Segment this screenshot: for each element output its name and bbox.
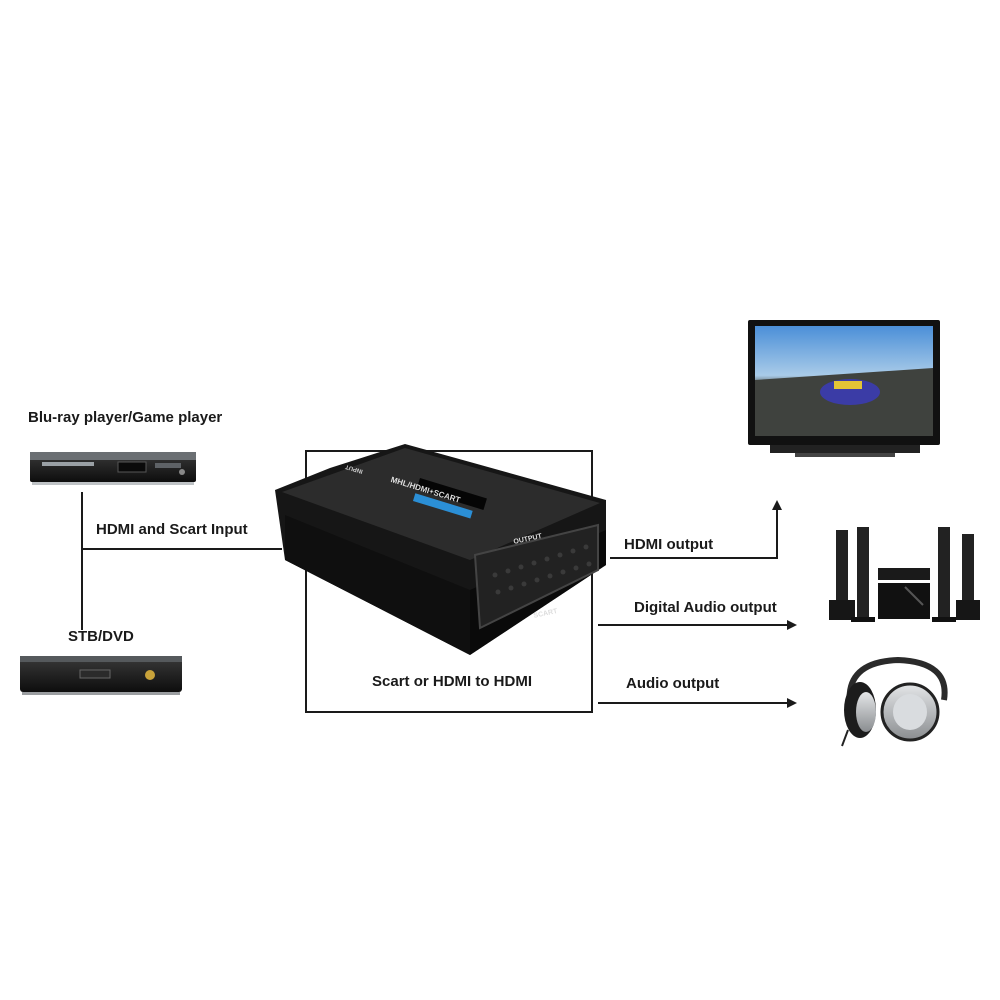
converter-device bbox=[275, 444, 606, 655]
source-bottom-label: STB/DVD bbox=[68, 628, 134, 645]
stb-dvd-icon bbox=[20, 656, 182, 695]
input-link-label: HDMI and Scart Input bbox=[96, 521, 248, 538]
source-top-label: Blu-ray player/Game player bbox=[28, 409, 223, 426]
headphones-icon bbox=[841, 656, 948, 747]
audio-output-label: Audio output bbox=[626, 675, 720, 692]
hdmi-output-arrow bbox=[610, 500, 782, 559]
tv-icon bbox=[748, 320, 940, 457]
hdmi-output-label: HDMI output bbox=[624, 536, 714, 553]
speaker-system-icon bbox=[829, 527, 980, 622]
digital-audio-output-label: Digital Audio output bbox=[634, 599, 777, 616]
bluray-player-icon bbox=[30, 452, 196, 485]
converter-frame bbox=[305, 450, 593, 713]
converter-caption: Scart or HDMI to HDMI bbox=[372, 673, 533, 690]
